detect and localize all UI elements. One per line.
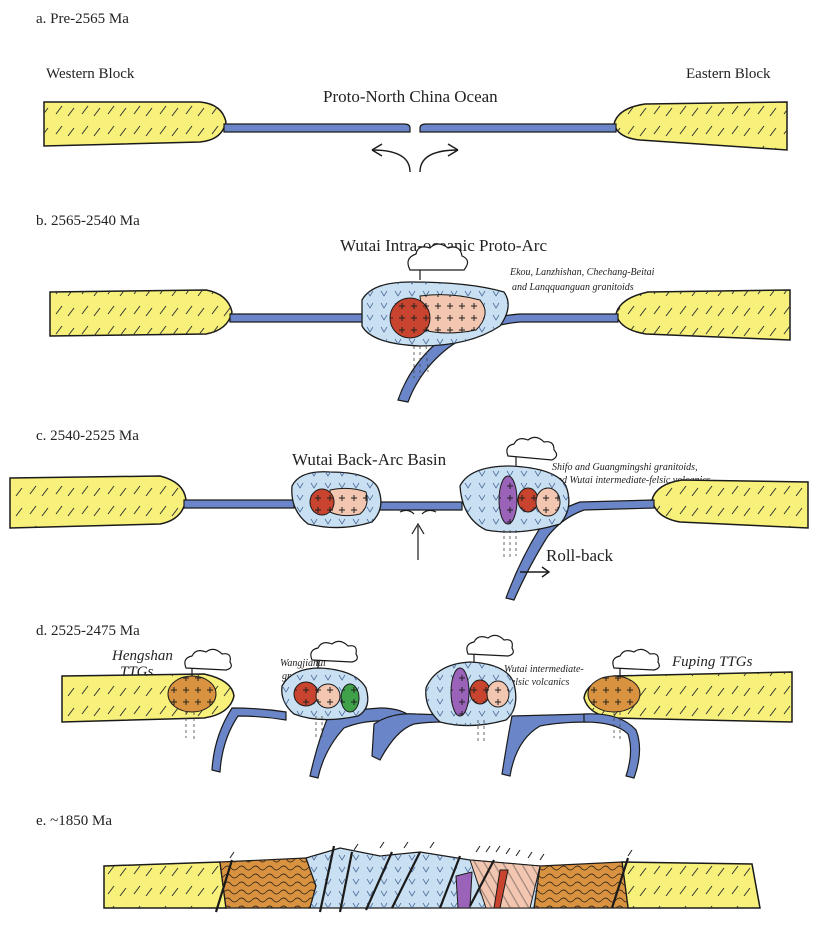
panel-a-label: a. Pre-2565 Ma: [36, 11, 129, 27]
rifting-arrows-icon: [400, 510, 436, 560]
oceanic-plate-west-a: [224, 124, 410, 132]
panel-e: e. ~1850 Ma: [36, 813, 760, 912]
volcanic-clouds-d: [185, 635, 659, 676]
panel-d: d. 2525-2475 Ma Hengshan TTGs Wangjiahui…: [36, 623, 792, 778]
eastern-block-label: Eastern Block: [686, 66, 771, 82]
western-block-label: Western Block: [46, 66, 135, 82]
oceanic-plate-west-c: [184, 500, 294, 508]
granitoids-b-line1: Ekou, Lanzhishan, Chechang-Beitai: [509, 267, 655, 278]
oceanic-plate-west-b: [230, 314, 364, 322]
panel-d-label: d. 2525-2475 Ma: [36, 623, 140, 639]
wutai-volc-label-2: felsic volcanics: [508, 677, 569, 688]
granitoids-c-line1: Shifo and Guangmingshi granitoids,: [552, 462, 698, 473]
subducting-slabs-d: [212, 708, 640, 778]
basin-label: Wutai Back-Arc Basin: [292, 450, 447, 469]
wutai-volc-label-1: Wutai intermediate-: [504, 664, 584, 675]
granitoids-b-line2: and Lanqquanguan granitoids: [512, 282, 634, 293]
rollback-label: Roll-back: [546, 546, 614, 565]
spreading-arrows-icon: [372, 144, 458, 172]
panel-b: b. 2565-2540 Ma Wutai Intra-oceanic Prot…: [36, 213, 790, 402]
panel-b-label: b. 2565-2540 Ma: [36, 213, 140, 229]
fuping-label: Fuping TTGs: [671, 654, 753, 670]
volcanic-cloud-c-icon: [507, 437, 557, 466]
melt-lines-c: [504, 530, 516, 560]
oceanic-plate-east-a: [420, 124, 616, 132]
backarc-plate-c: [376, 502, 462, 510]
panel-c: c. 2540-2525 Ma Wutai Back-Arc Basin Shi…: [10, 428, 808, 600]
purple-sliver-e: [456, 872, 472, 908]
panel-a: a. Pre-2565 Ma Western Block Eastern Blo…: [36, 11, 787, 172]
panel-c-label: c. 2540-2525 Ma: [36, 428, 139, 444]
hengshan-label-1: Hengshan: [111, 648, 173, 664]
panel-e-label: e. ~1850 Ma: [36, 813, 112, 829]
ocean-label: Proto-North China Ocean: [323, 87, 498, 106]
